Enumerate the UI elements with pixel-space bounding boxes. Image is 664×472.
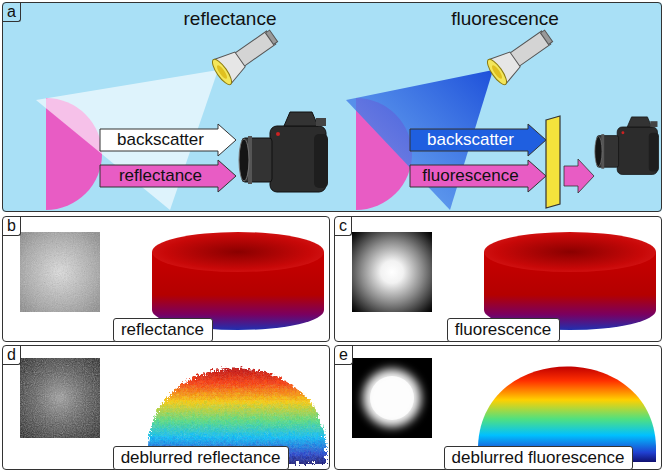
flashlight-bulb bbox=[490, 64, 503, 80]
figure-panel: backscatter reflectance backscatter fluores… bbox=[2, 2, 662, 212]
panel-caption: deblurred reflectance bbox=[113, 446, 289, 470]
flashlight-lens bbox=[484, 57, 509, 87]
camera-lens-glass bbox=[595, 136, 602, 166]
label-text: reflectance bbox=[119, 166, 202, 186]
figure-panel: deblurred fluorescence e bbox=[334, 345, 662, 470]
image-glow bbox=[20, 358, 100, 438]
image-base bbox=[20, 358, 100, 438]
label-text: deblurred reflectance bbox=[121, 448, 281, 468]
flashlight-bulb bbox=[215, 64, 228, 80]
arrow-outline bbox=[410, 124, 546, 156]
figure-panel: reflectance b bbox=[2, 216, 330, 342]
image-base bbox=[352, 358, 432, 438]
image-base bbox=[20, 232, 100, 312]
light-arrow: fluorescence bbox=[410, 160, 546, 192]
height-plot bbox=[484, 232, 656, 330]
camera-prism bbox=[627, 117, 651, 127]
panel-background bbox=[2, 2, 662, 212]
scene-title: reflectance bbox=[184, 8, 277, 30]
panel-letter: b bbox=[3, 217, 21, 236]
flashlight bbox=[484, 24, 557, 88]
light-arrow: backscatter bbox=[100, 124, 236, 156]
camera-prism bbox=[284, 112, 318, 126]
flashlight bbox=[209, 24, 282, 88]
camera-lens-glass bbox=[239, 139, 249, 181]
camera bbox=[239, 112, 328, 192]
label-text: deblurred fluorescence bbox=[452, 448, 625, 468]
reflectance-image bbox=[20, 232, 100, 312]
arrow-outline bbox=[100, 160, 236, 192]
label-text: fluorescence bbox=[455, 320, 551, 340]
image-noise bbox=[20, 232, 100, 312]
flashlight-cap bbox=[265, 30, 277, 44]
label-text: fluorescence bbox=[422, 166, 518, 186]
camera-grip bbox=[649, 133, 659, 172]
title-text: fluorescence bbox=[451, 8, 559, 29]
camera-dot bbox=[621, 131, 624, 134]
arrow-outline bbox=[100, 124, 236, 156]
scene-title: fluorescence bbox=[451, 8, 559, 30]
image-disk bbox=[363, 369, 421, 427]
fluorescence-image bbox=[352, 232, 432, 312]
label-text: reflectance bbox=[121, 320, 204, 340]
panel-letter: e bbox=[335, 346, 353, 365]
camera bbox=[595, 117, 659, 175]
flashlight-cap bbox=[540, 30, 552, 44]
camera-dial bbox=[650, 121, 657, 127]
camera-dial bbox=[316, 118, 326, 126]
deblurred-fluorescence-image bbox=[352, 358, 432, 438]
light-cone bbox=[36, 70, 218, 210]
flashlight-lens bbox=[209, 57, 234, 87]
panel-letter: c bbox=[335, 217, 352, 236]
deblurred-reflectance-image bbox=[20, 358, 100, 438]
panel-caption: deblurred fluorescence bbox=[444, 446, 633, 470]
camera-dot bbox=[276, 132, 280, 136]
light-arrow: backscatter bbox=[410, 124, 546, 156]
light-arrow: reflectance bbox=[100, 160, 236, 192]
plot-top bbox=[152, 232, 324, 272]
label-text: backscatter bbox=[117, 130, 204, 150]
panel-caption: fluorescence bbox=[447, 318, 560, 342]
emission-filter bbox=[546, 116, 560, 208]
panel-caption: reflectance bbox=[113, 318, 213, 342]
plot-top bbox=[484, 232, 656, 272]
image-core bbox=[370, 376, 414, 420]
figure-panel: deblurred reflectance d bbox=[2, 345, 330, 470]
panel-letter: d bbox=[3, 346, 21, 365]
image-noise bbox=[20, 358, 100, 438]
height-plot bbox=[152, 232, 324, 330]
filtered-arrow bbox=[564, 159, 594, 193]
title-text: reflectance bbox=[184, 8, 277, 29]
figure-panel: fluorescence c bbox=[334, 216, 662, 342]
label-text: backscatter bbox=[427, 130, 514, 150]
arrow-outline bbox=[410, 160, 546, 192]
camera-grip bbox=[314, 134, 328, 188]
panel-letter: a bbox=[3, 3, 21, 22]
